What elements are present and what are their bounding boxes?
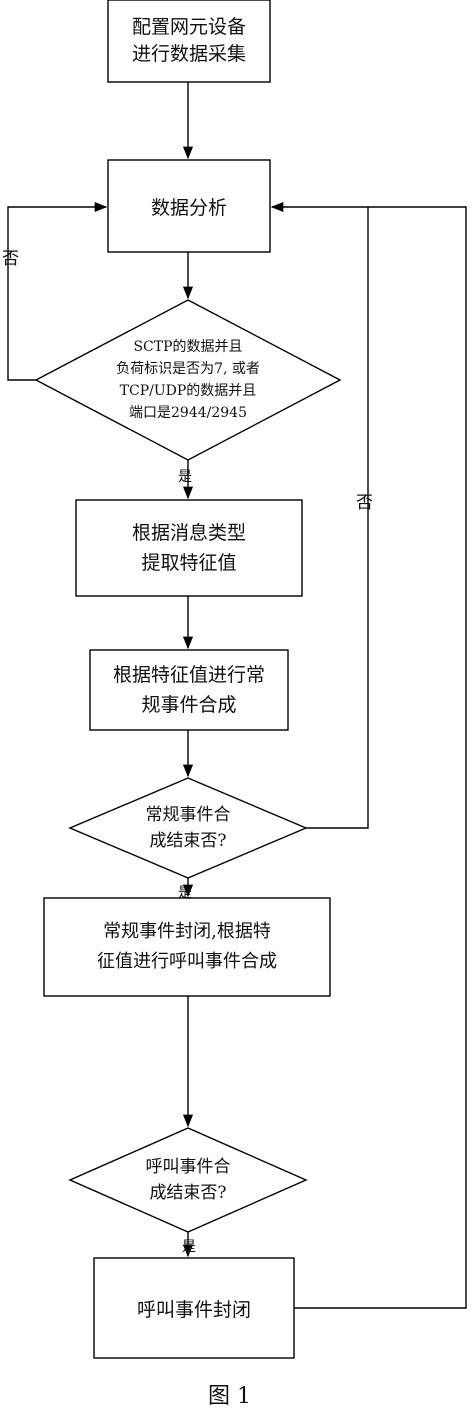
- box-collect: [107, 0, 271, 83]
- loop-regular-no: [306, 207, 369, 829]
- node-call-close: 呼叫事件封闭: [136, 1298, 251, 1321]
- label-no-left: 否: [2, 249, 19, 269]
- loop-callclose: [270, 201, 467, 1309]
- figure-caption: 图 1: [208, 1384, 251, 1409]
- box-analyze: [107, 159, 271, 253]
- box-regular-synth: [89, 649, 289, 731]
- node-call-synth: 常规事件封闭,根据特 征值进行呼叫事件合成: [97, 921, 277, 972]
- label-yes-2: 是: [178, 885, 192, 901]
- box-call-synth: [43, 897, 331, 997]
- node-extract: 根据消息类型 提取特征值: [131, 522, 246, 574]
- node-decision-regular: 常规事件合 成结束否?: [145, 805, 231, 851]
- node-collect: 配置网元设备 进行数据采集: [131, 16, 246, 65]
- node-decision-call: 呼叫事件合 成结束否?: [145, 1157, 231, 1203]
- loop-protocol-no: [7, 201, 108, 381]
- label-yes-3: 是: [182, 1239, 196, 1255]
- node-decision-protocol: SCTP的数据并且 负荷标识是否为7, 或者 TCP/UDP的数据并且 端口是2…: [116, 339, 260, 421]
- node-analyze: 数据分析: [150, 196, 227, 219]
- label-yes-1: 是: [178, 469, 192, 485]
- box-extract: [75, 499, 303, 597]
- node-regular-synth: 根据特征值进行常 规事件合成: [112, 664, 265, 716]
- label-no-right: 否: [356, 493, 373, 513]
